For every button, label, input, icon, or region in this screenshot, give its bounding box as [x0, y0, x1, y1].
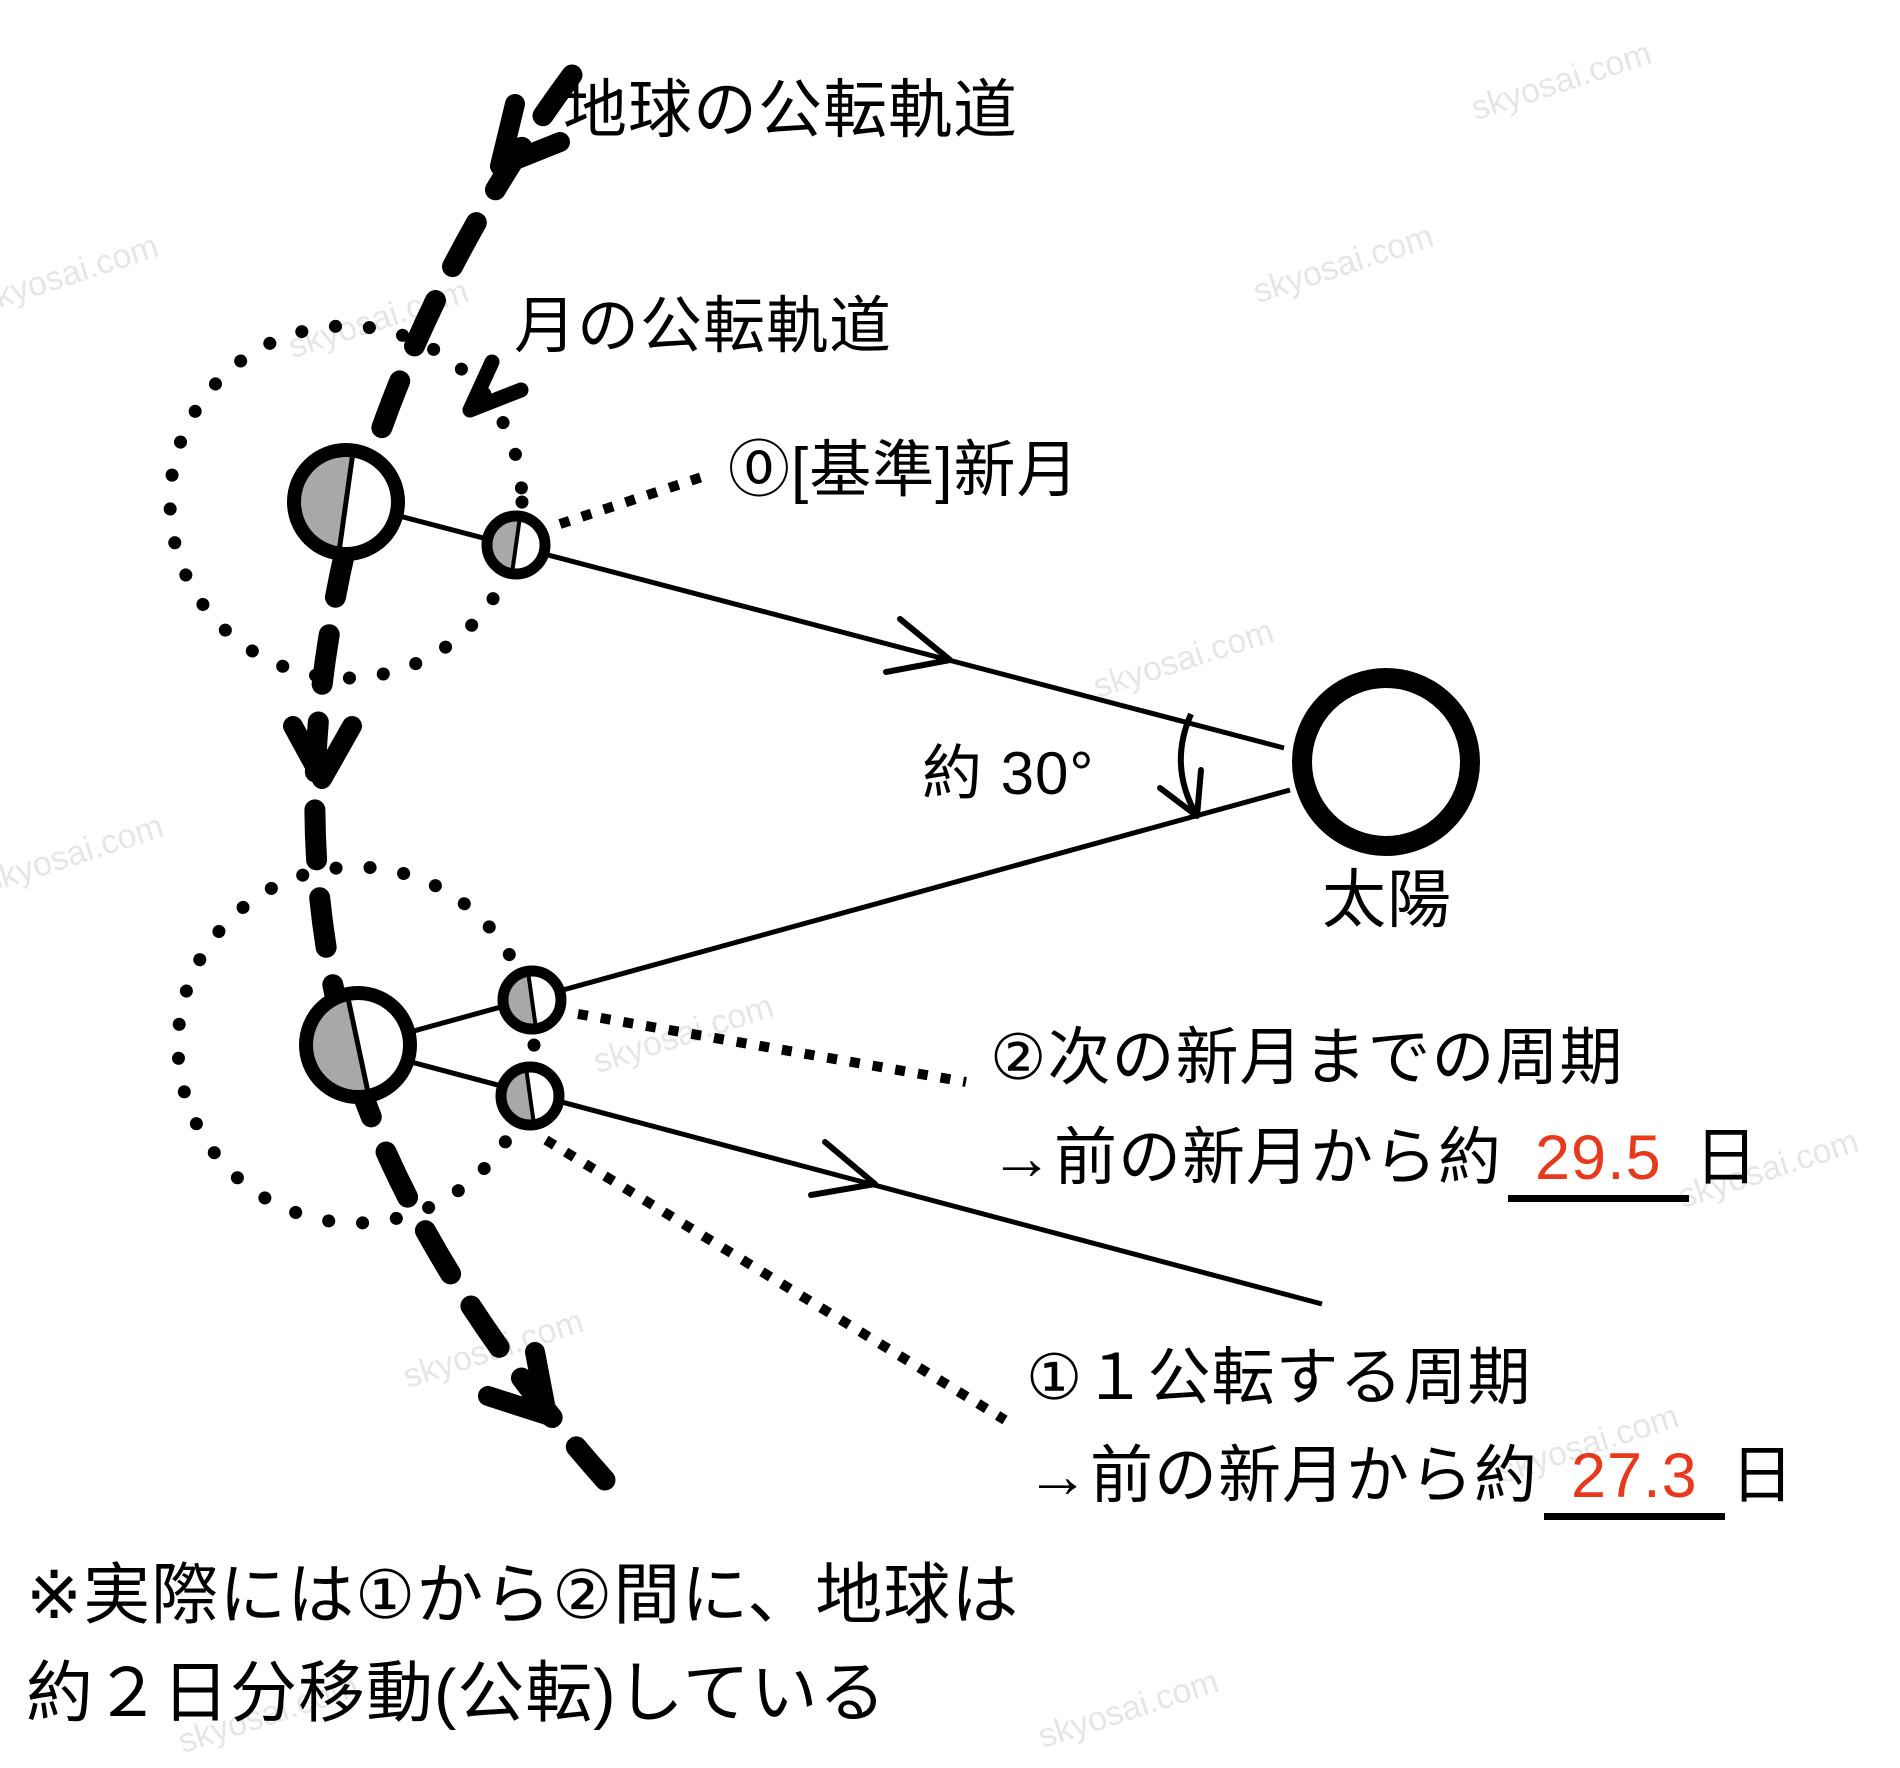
- sidereal-title: ①１公転する周期: [1026, 1343, 1532, 1413]
- moon1-terminator: [524, 1071, 536, 1121]
- synodic-answer-blank: 29.5: [1508, 1123, 1689, 1203]
- orbit-arrow-bottom-icon: [478, 1342, 557, 1425]
- moon-orbit-label: 月の公転軌道: [514, 292, 893, 361]
- line-one-revolution-arrowhead-icon: [808, 1139, 878, 1198]
- sidereal-prefix: →前の新月から約: [1026, 1441, 1538, 1511]
- moon-position-2: [497, 965, 567, 1035]
- sun-circle: [1292, 668, 1480, 856]
- synodic-day-unit: 日: [1694, 1123, 1759, 1193]
- sun-label: 太陽: [1322, 864, 1452, 936]
- earth-top-night-shade: [300, 456, 353, 548]
- moon0-outline: [481, 510, 551, 580]
- synodic-title: ②次の新月までの周期: [990, 1023, 1624, 1093]
- moon-orbit-circle-top: [163, 319, 529, 685]
- orbit-arrow-top-icon: [490, 94, 570, 176]
- moon2-outline: [497, 965, 567, 1035]
- leader-synodic: [577, 1009, 967, 1087]
- moon-orbit-circle-bottom: [171, 860, 541, 1230]
- earth-bottom-night-shade: [312, 1000, 368, 1091]
- orbit-arrow-middle-icon: [283, 716, 362, 789]
- leader-new-moon-reference: [558, 470, 710, 529]
- line-reference-arrowhead-icon: [883, 616, 953, 675]
- synodic-prefix: →前の新月から約: [990, 1123, 1502, 1193]
- earth-bottom: [299, 986, 417, 1104]
- note-line-1: ※実際には①から②間に、地球は: [26, 1558, 1020, 1633]
- angle-label: 約 30°: [922, 740, 1095, 807]
- leader-sidereal: [543, 1135, 1008, 1425]
- earth-bottom-outline: [299, 986, 417, 1104]
- moon2-terminator: [526, 975, 538, 1025]
- earth-top-terminator: [337, 456, 355, 548]
- moon0-terminator: [510, 520, 522, 570]
- synodic-answer-value: 29.5: [1535, 1123, 1662, 1193]
- sidereal-day-unit: 日: [1730, 1441, 1795, 1511]
- moon-orbit-direction-arrow-icon: [462, 354, 529, 418]
- earth-orbit-path: [304, 64, 616, 1491]
- moon-position-0: [481, 510, 551, 580]
- angle-arc: [1177, 712, 1200, 818]
- earth-orbit-label: 地球の公転軌道: [563, 74, 1018, 146]
- earth-top: [287, 443, 405, 561]
- angle-arc-arrowhead-icon: [1157, 767, 1204, 819]
- new-moon-reference-label: ⓪[基準]新月: [728, 436, 1080, 505]
- synodic-answer-line: →前の新月から約 29.5 日: [990, 1123, 1759, 1203]
- moon1-outline: [495, 1061, 565, 1131]
- moon-position-1: [495, 1061, 565, 1131]
- earth-top-outline: [287, 443, 405, 561]
- note-line-2: 約２日分移動(公転)している: [26, 1656, 887, 1731]
- sidereal-answer-line: →前の新月から約 27.3 日: [1026, 1441, 1795, 1521]
- sidereal-answer-blank: 27.3: [1544, 1441, 1725, 1521]
- earth-bottom-terminator: [345, 999, 371, 1091]
- sidereal-answer-value: 27.3: [1571, 1441, 1698, 1511]
